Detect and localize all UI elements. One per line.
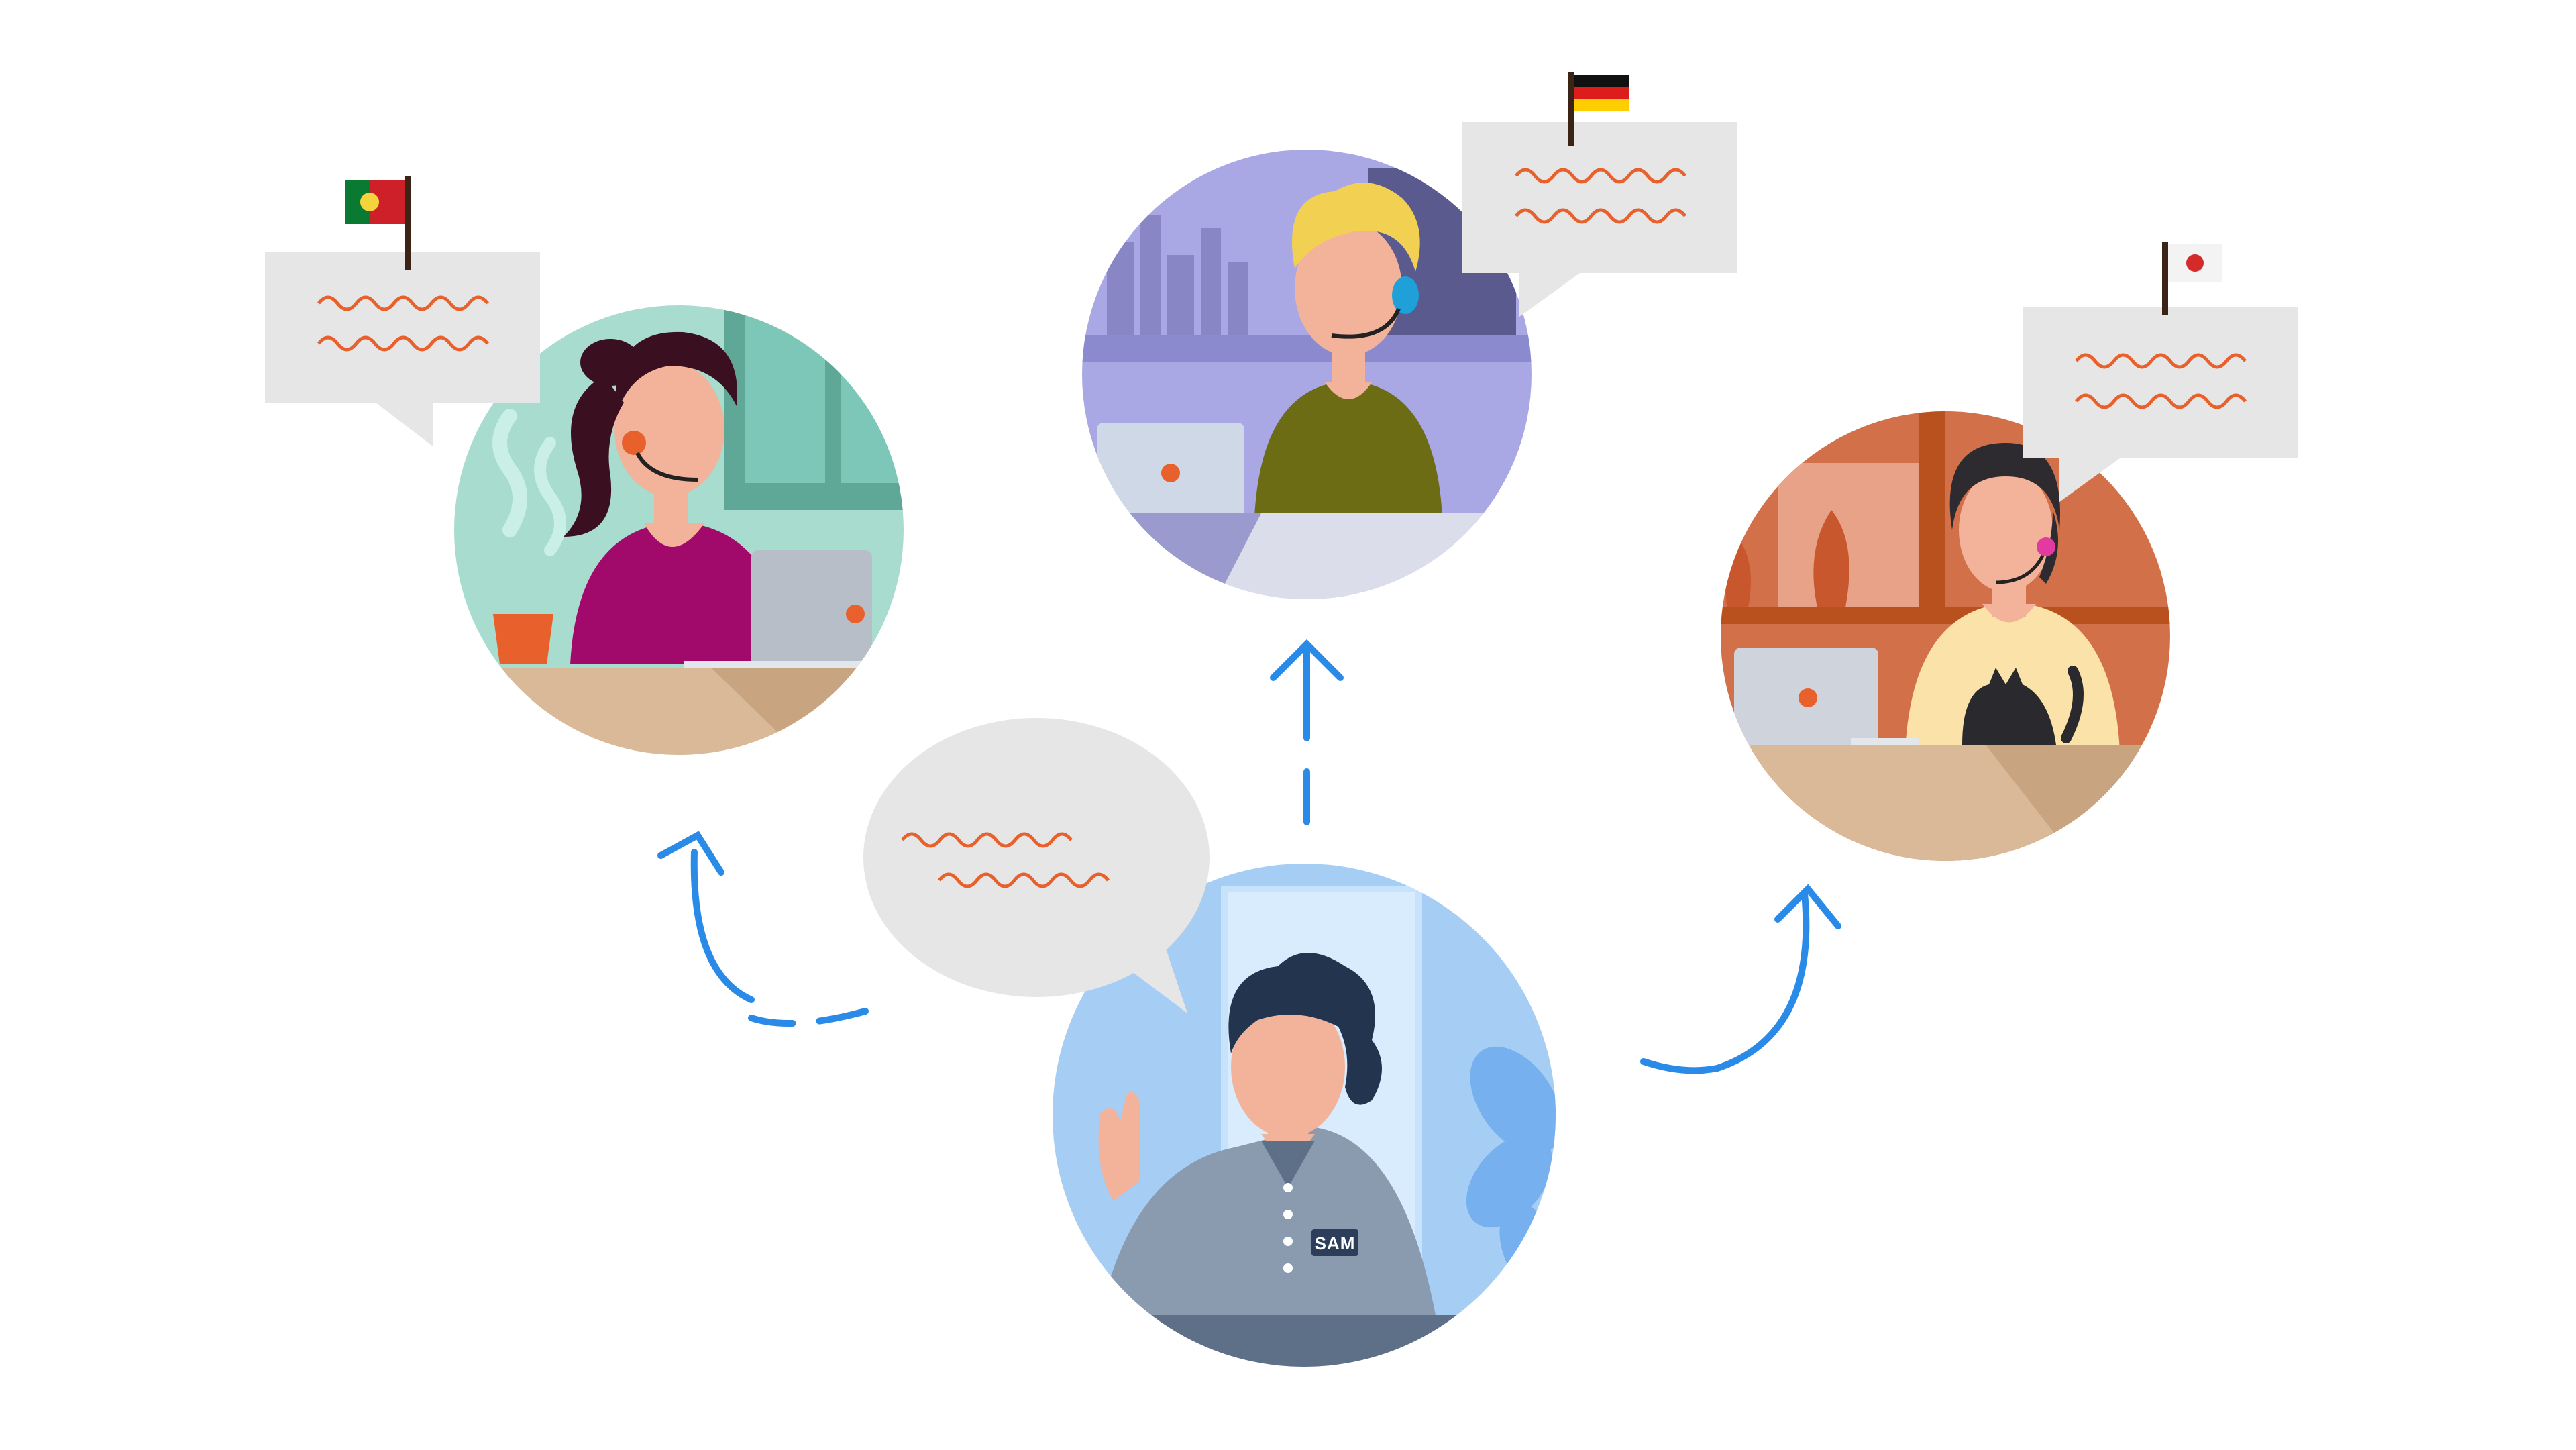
germany-speech-bubble [1462, 122, 1737, 317]
arrow-to-germany-icon [1270, 639, 1344, 825]
customer-speech-bubble [863, 718, 1210, 1013]
customer-name-badge: SAM [1315, 1233, 1356, 1253]
japan-flag-icon [2162, 242, 2222, 315]
portugal-flag-icon [345, 176, 411, 270]
japan-speech-bubble [2023, 307, 2298, 502]
arrow-to-portugal-icon [657, 831, 869, 1027]
portugal-speech-bubble [265, 252, 540, 446]
japan-agent-avatar [1721, 411, 2170, 861]
germany-flag-icon [1568, 72, 1629, 146]
arrow-to-japan-icon [1640, 884, 1841, 1074]
